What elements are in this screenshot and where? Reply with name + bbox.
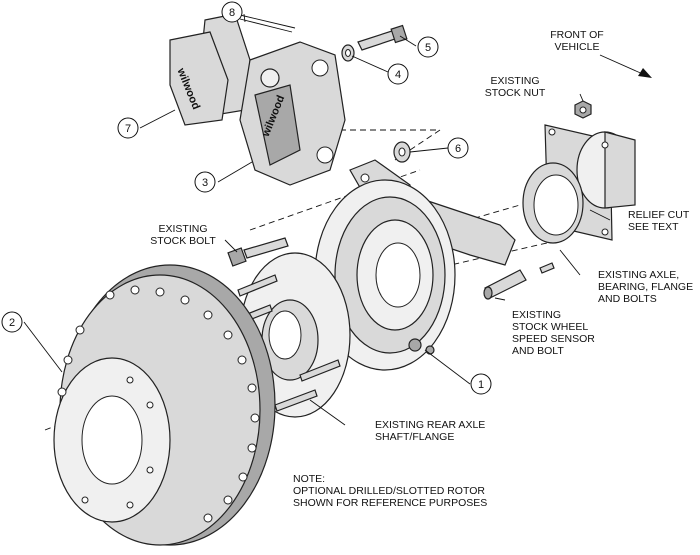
svg-text:7: 7	[125, 123, 131, 135]
svg-text:5: 5	[425, 42, 431, 54]
svg-text:AND BOLT: AND BOLT	[512, 345, 564, 357]
svg-text:EXISTING AXLE,: EXISTING AXLE,	[598, 269, 679, 281]
svg-text:SPEED SENSOR: SPEED SENSOR	[512, 333, 595, 345]
brake-pads: wilwood	[169, 13, 251, 126]
label-stock-bolt: EXISTING STOCK BOLT	[150, 223, 216, 247]
svg-text:AND BOLTS: AND BOLTS	[598, 293, 657, 305]
leader-lines	[23, 13, 611, 426]
svg-text:EXISTING: EXISTING	[158, 223, 207, 235]
label-speed-sensor: EXISTING STOCK WHEEL SPEED SENSOR AND BO…	[512, 309, 595, 357]
svg-text:SHAFT/FLANGE: SHAFT/FLANGE	[375, 431, 454, 443]
svg-text:4: 4	[395, 69, 401, 81]
svg-text:NOTE:: NOTE:	[293, 473, 325, 485]
svg-text:STOCK WHEEL: STOCK WHEEL	[512, 321, 588, 333]
svg-text:VEHICLE: VEHICLE	[555, 41, 600, 53]
callout-4: 4	[387, 63, 409, 85]
svg-text:SEE TEXT: SEE TEXT	[628, 221, 679, 233]
shim-washer	[393, 141, 411, 163]
svg-text:OPTIONAL DRILLED/SLOTTED ROTOR: OPTIONAL DRILLED/SLOTTED ROTOR	[293, 485, 485, 497]
relief-cut-ring	[522, 162, 584, 244]
rotor-drill-holes	[57, 285, 260, 523]
svg-text:EXISTING REAR AXLE: EXISTING REAR AXLE	[375, 419, 485, 431]
label-existing-axle: EXISTING AXLE, BEARING, FLANGE AND BOLTS	[598, 269, 693, 305]
callout-6: 6	[447, 137, 469, 159]
drilled-slotted-rotor	[53, 264, 276, 546]
label-note: NOTE: OPTIONAL DRILLED/SLOTTED ROTOR SHO…	[293, 473, 487, 509]
svg-text:BEARING, FLANGE: BEARING, FLANGE	[598, 281, 693, 293]
callout-1: 1	[470, 373, 492, 395]
stock-nut	[574, 100, 592, 119]
callout-5: 5	[417, 36, 439, 58]
speed-sensor	[483, 262, 555, 300]
callout-3: 3	[194, 171, 216, 193]
label-stock-nut: EXISTING STOCK NUT	[485, 75, 546, 99]
retaining-pin	[239, 14, 296, 33]
label-rear-axle-shaft: EXISTING REAR AXLE SHAFT/FLANGE	[375, 419, 485, 443]
svg-text:2: 2	[9, 317, 15, 329]
svg-text:STOCK NUT: STOCK NUT	[485, 87, 546, 99]
front-of-vehicle-arrow	[599, 54, 652, 78]
svg-text:6: 6	[455, 143, 461, 155]
caliper-bolt	[357, 24, 408, 51]
svg-text:FRONT OF: FRONT OF	[550, 29, 603, 41]
svg-text:RELIEF CUT: RELIEF CUT	[628, 209, 690, 221]
caliper: wilwood	[239, 41, 346, 186]
svg-text:EXISTING: EXISTING	[512, 309, 561, 321]
label-relief-cut: RELIEF CUT SEE TEXT	[628, 209, 690, 233]
caliper-washer	[341, 44, 355, 62]
svg-text:EXISTING: EXISTING	[490, 75, 539, 87]
stock-bolt	[227, 237, 289, 267]
label-front-of-vehicle: FRONT OF VEHICLE	[550, 29, 603, 53]
svg-text:1: 1	[478, 379, 484, 391]
svg-text:SHOWN FOR REFERENCE PURPOSES: SHOWN FOR REFERENCE PURPOSES	[293, 497, 487, 509]
svg-text:3: 3	[202, 177, 208, 189]
callout-7: 7	[117, 117, 139, 139]
svg-text:8: 8	[229, 7, 235, 19]
callout-8: 8	[221, 1, 243, 23]
callout-2: 2	[1, 311, 23, 333]
svg-text:STOCK BOLT: STOCK BOLT	[150, 235, 216, 247]
